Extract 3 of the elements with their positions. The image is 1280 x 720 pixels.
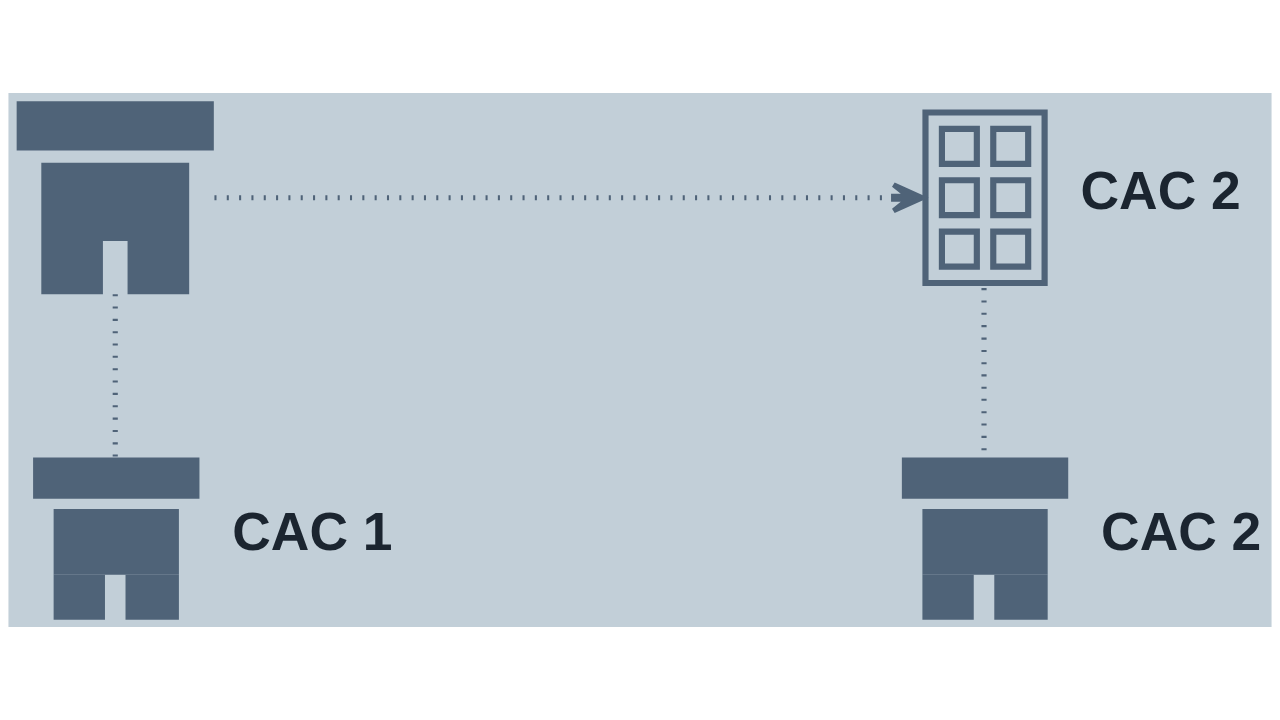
node-label: CAC 2	[1101, 501, 1262, 561]
node-label: CAC 1	[232, 501, 393, 561]
node-label: CAC 2	[1080, 160, 1241, 220]
